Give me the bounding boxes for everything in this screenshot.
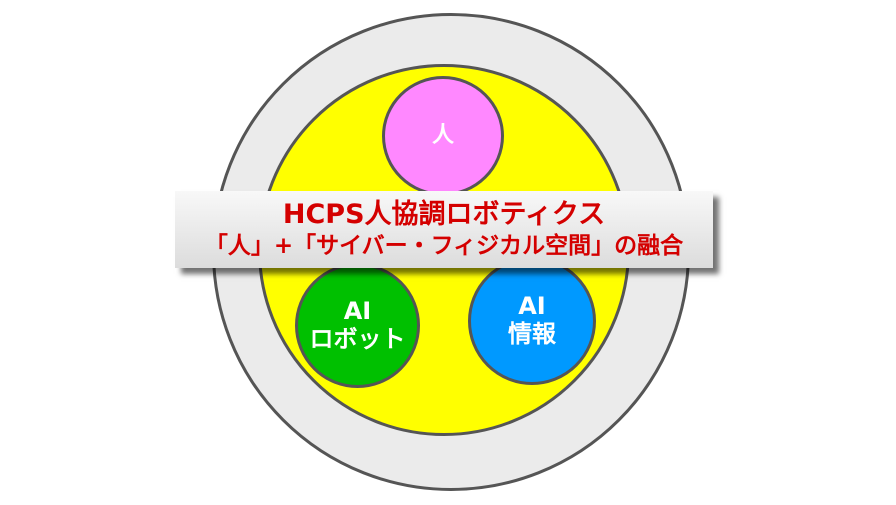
banner-subtitle: 「人」+「サイバー・フィジカル空間」の融合: [204, 232, 684, 259]
node-ai-info: AI 情報: [468, 257, 596, 385]
node-human-label: 人: [431, 123, 454, 149]
title-banner: HCPS人協調ロボティクス 「人」+「サイバー・フィジカル空間」の融合: [175, 191, 713, 268]
node-robot-line1: AI: [343, 296, 372, 325]
node-robot-line2: ロボット: [309, 324, 406, 353]
node-info-line1: AI: [518, 292, 546, 321]
banner-title: HCPS人協調ロボティクス: [282, 198, 606, 230]
node-ai-robot: AI ロボット: [295, 263, 420, 388]
node-info-line2: 情報: [508, 320, 556, 348]
node-human: 人: [382, 76, 504, 196]
